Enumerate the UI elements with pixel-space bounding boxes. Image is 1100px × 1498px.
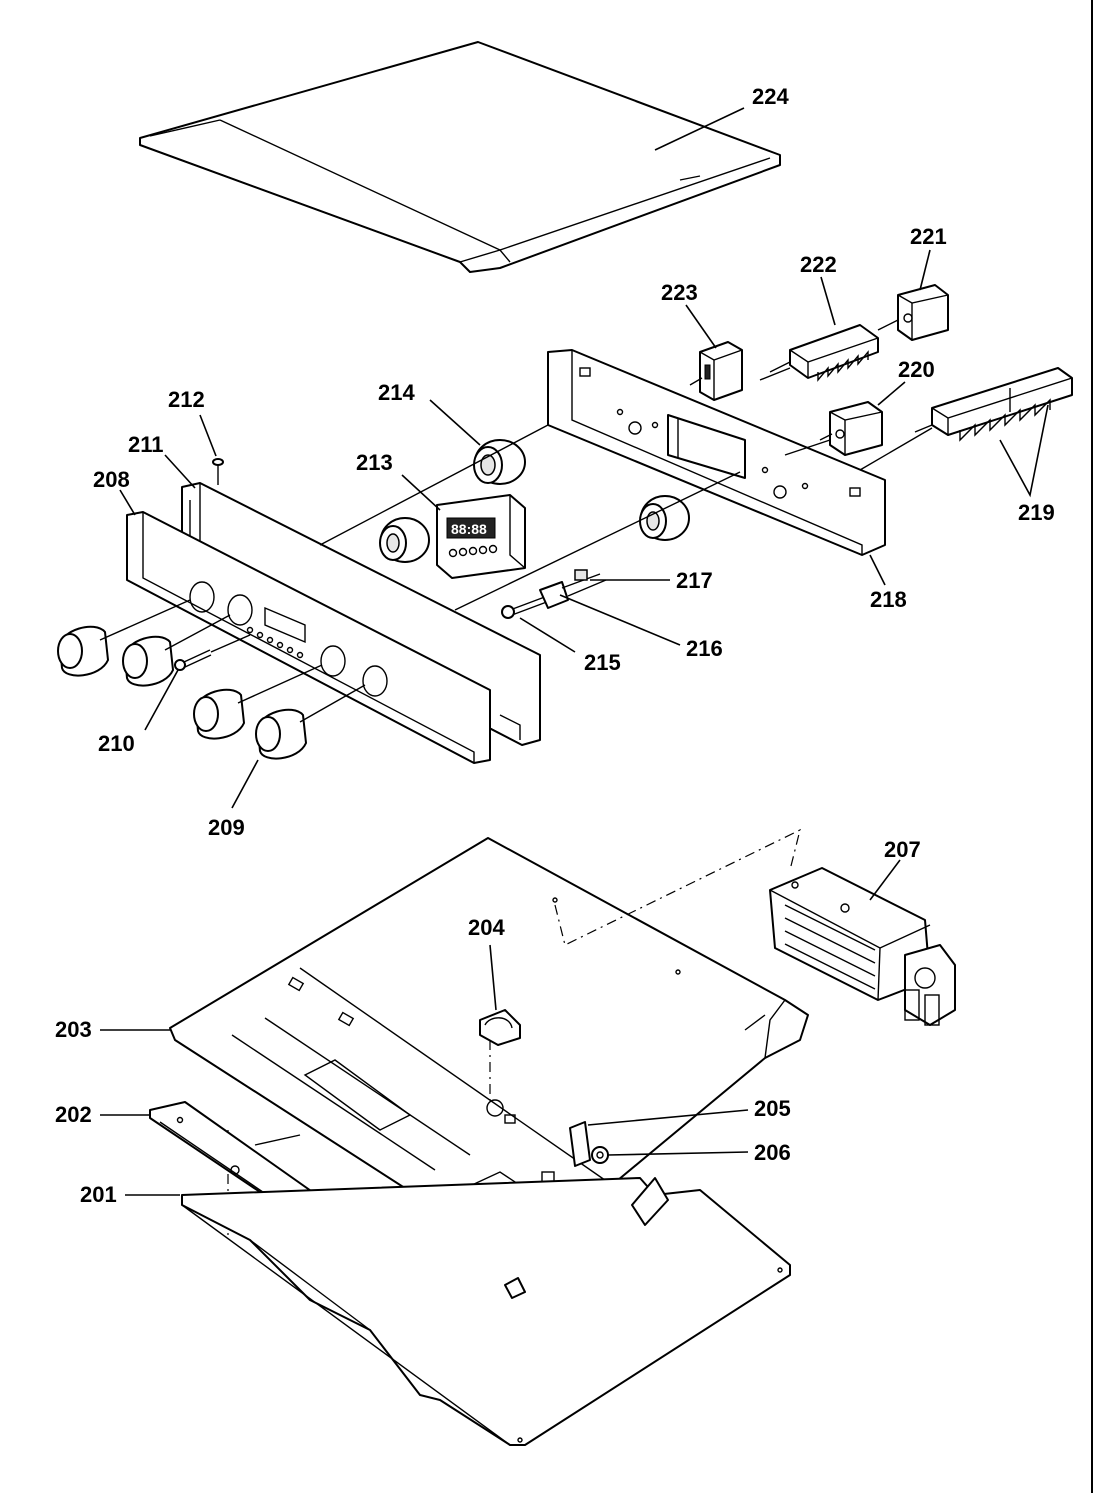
part-201-base-plate <box>181 1177 791 1446</box>
leader-204 <box>489 944 497 1011</box>
label-209: 209 <box>208 815 245 840</box>
part-219-switch-pair <box>914 367 1073 442</box>
label-211: 211 <box>128 432 164 457</box>
leader-223 <box>685 304 717 349</box>
leader-220 <box>877 381 906 406</box>
part-203-oven-panel <box>169 837 809 1249</box>
part-215-216-217-lamp <box>501 569 607 619</box>
assembly-line <box>254 1134 301 1146</box>
part-209-knob-1 <box>57 625 109 677</box>
part-209-knob-3 <box>193 688 245 740</box>
label-203: 203 <box>55 1017 92 1042</box>
label-222: 222 <box>800 252 837 277</box>
part-223-thermostat <box>689 341 743 401</box>
leader-222 <box>820 276 836 326</box>
leader-212 <box>199 414 217 457</box>
label-213: 213 <box>356 450 393 475</box>
part-210-lamp-button <box>174 634 251 671</box>
timer-display: 88:88 <box>451 521 487 537</box>
assembly-line <box>759 367 791 381</box>
label-204: 204 <box>468 915 505 940</box>
part-212-screw <box>212 458 224 485</box>
part-214-knob-bush <box>473 439 526 485</box>
label-207: 207 <box>884 837 921 862</box>
label-220: 220 <box>898 357 935 382</box>
assembly-line <box>299 684 366 723</box>
part-204-clip <box>479 1009 521 1046</box>
part-209-knob-4 <box>255 708 307 760</box>
label-224: 224 <box>752 84 789 109</box>
assembly-line <box>784 439 831 456</box>
label-216: 216 <box>686 636 723 661</box>
leader-210 <box>144 669 179 731</box>
leader-224 <box>654 107 745 151</box>
part-209-knob-2 <box>122 635 174 687</box>
label-221: 221 <box>910 224 947 249</box>
part-205-206-sensor <box>569 1121 609 1167</box>
leader-215 <box>519 617 576 653</box>
part-221-switch <box>877 284 949 341</box>
leader-205 <box>587 1109 749 1126</box>
part-220-switch <box>819 401 883 456</box>
assembly-line <box>454 471 741 611</box>
assembly-line <box>859 427 933 471</box>
label-202: 202 <box>55 1102 92 1127</box>
leader-207 <box>869 859 901 901</box>
assembly-line <box>164 614 231 651</box>
label-217: 217 <box>676 568 713 593</box>
part-208-control-panel <box>126 511 491 764</box>
leader-211 <box>164 454 196 489</box>
label-212: 212 <box>168 387 205 412</box>
assembly-line <box>237 664 323 704</box>
leader-209 <box>231 759 259 809</box>
label-214: 214 <box>378 380 415 405</box>
leader-218 <box>869 554 886 586</box>
part-214-knob-bush-3 <box>639 495 690 541</box>
part-207-tangential-fan <box>769 867 956 1026</box>
part-222-switch <box>769 324 879 382</box>
leader-214 <box>429 399 481 446</box>
label-223: 223 <box>661 280 698 305</box>
leader-208 <box>119 489 136 516</box>
leader-221 <box>919 249 931 291</box>
part-214-knob-bush-2 <box>379 517 430 563</box>
part-224-top-cover <box>139 41 781 273</box>
label-205: 205 <box>754 1096 791 1121</box>
assembly-dash <box>554 828 801 946</box>
label-201: 201 <box>80 1182 117 1207</box>
leader-216 <box>559 594 681 646</box>
label-215: 215 <box>584 650 621 675</box>
leader-219 <box>999 404 1049 498</box>
part-213-timer: 88:88 <box>436 494 526 579</box>
assembly-line <box>99 599 191 641</box>
leader-206 <box>607 1151 749 1156</box>
label-208: 208 <box>93 467 130 492</box>
label-206: 206 <box>754 1140 791 1165</box>
label-219: 219 <box>1018 500 1055 525</box>
label-210: 210 <box>98 731 135 756</box>
assembly-line <box>319 424 549 546</box>
label-218: 218 <box>870 587 907 612</box>
